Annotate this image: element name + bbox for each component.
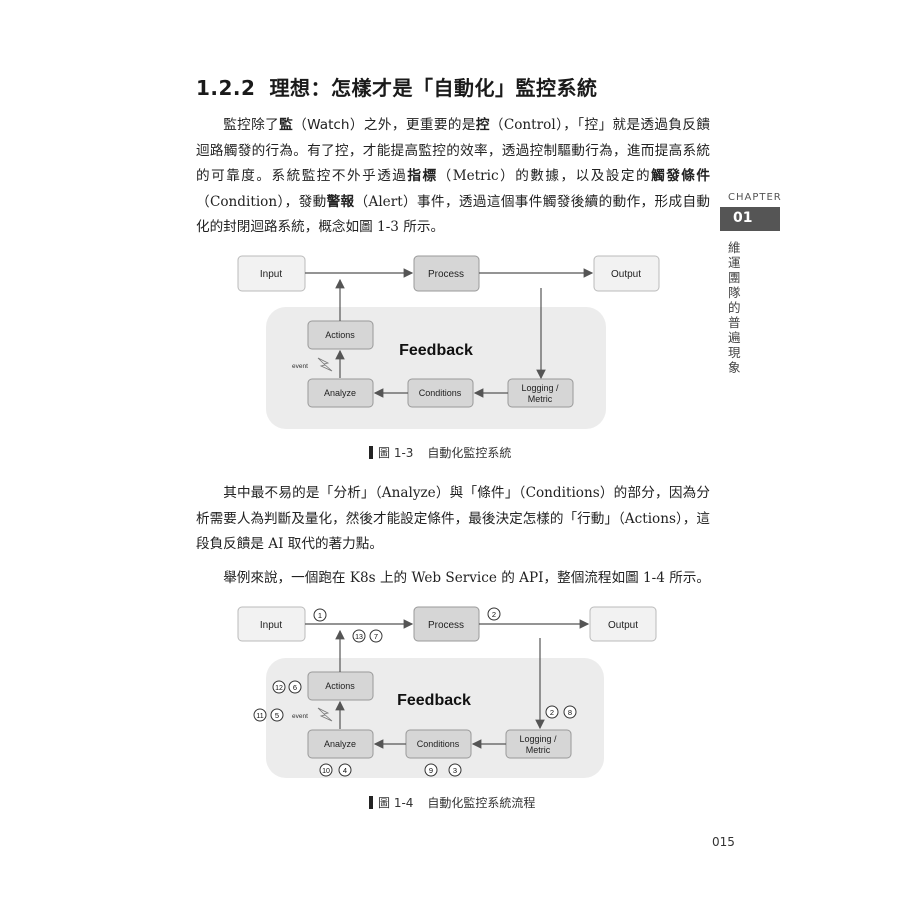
text-run: （Metric）的數據，以及設定的 (437, 168, 652, 185)
step-badge-label: 1 (318, 611, 322, 620)
section-heading: 1.2.2 理想：怎樣才是「自動化」監控系統 (196, 72, 597, 101)
chapter-number: 01 (733, 210, 753, 226)
caption-bar (369, 446, 373, 459)
step-badge-label: 3 (453, 766, 457, 775)
paragraph-text: 其中最不易的是「分析」（Analyze）與「條件」（Conditions）的部分… (196, 485, 710, 553)
text-run: （Alert）事件，透過這個事件觸發後續的動作，形成自動化的封閉迴路系統，概念如… (196, 193, 711, 236)
step-badge (319, 763, 333, 777)
step-badge-label: 2 (550, 708, 554, 717)
step-badge-label: 9 (429, 766, 433, 775)
analyze-node (307, 378, 374, 408)
caption-text: 自動化監控系統 (427, 446, 512, 460)
caption-label: 圖 1-4 (378, 796, 414, 810)
lightning-icon (317, 707, 333, 722)
process-label: Process (428, 620, 464, 631)
caption-bar (369, 796, 373, 809)
logging-label-line2: Metric (526, 745, 551, 755)
step-badge (313, 608, 327, 622)
bold-term: 指標 (407, 168, 438, 185)
actions-label: Actions (325, 681, 355, 691)
actions-label: Actions (325, 330, 355, 340)
logging-label-line2: Metric (528, 394, 553, 404)
paragraph-intro: 監控除了監（Watch）之外，更重要的是控（Control），「控」就是透過負反… (196, 113, 710, 241)
event-label: event (292, 713, 308, 720)
step-badge-label: 11 (256, 713, 263, 720)
paragraph-example: 舉例來說，一個跑在 K8s 上的 Web Service 的 API，整個流程如… (196, 566, 710, 592)
step-badge (369, 629, 383, 643)
output-node (589, 606, 657, 642)
figure-1-4-caption: 圖 1-4 自動化監控系統流程 (369, 794, 535, 811)
logging-label-line1: Logging / (519, 734, 557, 744)
analyze-label: Analyze (324, 388, 356, 398)
text-run: （Condition），發動 (196, 193, 327, 210)
chapter-box (720, 207, 780, 231)
bold-term: 控 (475, 117, 490, 133)
bold-term: 監 (279, 117, 294, 133)
feedback-label: Feedback (397, 692, 471, 709)
text-run: 監控除了 (223, 117, 280, 133)
lightning-icon (317, 357, 333, 372)
section-number: 1.2.2 (196, 76, 256, 100)
output-label: Output (608, 620, 638, 631)
text-run: （Watch）之外，更重要的是 (293, 117, 476, 133)
step-badge (487, 607, 501, 621)
caption-text: 自動化監控系統流程 (427, 796, 536, 810)
step-badge-label: 4 (343, 766, 347, 775)
feedback-label: Feedback (399, 342, 473, 359)
paragraph-text: 舉例來說，一個跑在 K8s 上的 Web Service 的 API，整個流程如… (223, 570, 710, 586)
process-label: Process (428, 269, 464, 280)
step-badge-label: 10 (322, 768, 330, 775)
page-number: 015 (712, 835, 735, 849)
event-label: event (292, 363, 308, 370)
chapter-title: 維運團隊的普遍現象 (728, 240, 741, 375)
step-badge (288, 680, 302, 694)
analyze-node (307, 729, 374, 759)
bold-term: 警報 (326, 193, 355, 210)
step-badge-label: 12 (275, 685, 283, 692)
step-badge-label: 8 (568, 708, 572, 717)
step-badge (448, 763, 462, 777)
text-run: （Control），「控」就是透過負反饋迴路觸發的行為。有了控，才能提高監控的效… (196, 117, 711, 185)
step-badge (270, 708, 284, 722)
figure-1-3-caption: 圖 1-3 自動化監控系統 (369, 444, 511, 461)
input-label: Input (260, 620, 282, 631)
step-badge-label: 2 (492, 610, 496, 619)
input-label: Input (260, 269, 282, 280)
bold-term: 觸發條件 (651, 168, 711, 185)
step-badge (563, 705, 577, 719)
step-badge-label: 5 (275, 711, 279, 720)
step-badge (424, 763, 438, 777)
step-badge (338, 763, 352, 777)
step-badge-label: 7 (374, 632, 378, 641)
conditions-label: Conditions (419, 388, 462, 398)
step-badge (253, 708, 267, 722)
output-label: Output (611, 269, 641, 280)
step-badge (352, 629, 366, 643)
step-badge (545, 705, 559, 719)
paragraph-analysis: 其中最不易的是「分析」（Analyze）與「條件」（Conditions）的部分… (196, 481, 710, 558)
figure-1-4-diagram: Input Process Output 1 2 13 7 Actions 12… (237, 606, 657, 778)
section-title: 理想：怎樣才是「自動化」監控系統 (269, 76, 598, 100)
logging-label-line1: Logging / (521, 383, 559, 393)
figure-1-3-diagram: Input Process Output Actions Feedback ev… (237, 255, 660, 429)
step-badge-label: 13 (355, 634, 363, 641)
analyze-label: Analyze (324, 739, 356, 749)
chapter-label: CHAPTER (728, 192, 782, 203)
caption-label: 圖 1-3 (378, 446, 414, 460)
conditions-label: Conditions (417, 739, 460, 749)
output-node (593, 255, 660, 292)
step-badge (272, 680, 286, 694)
step-badge-label: 6 (293, 683, 297, 692)
